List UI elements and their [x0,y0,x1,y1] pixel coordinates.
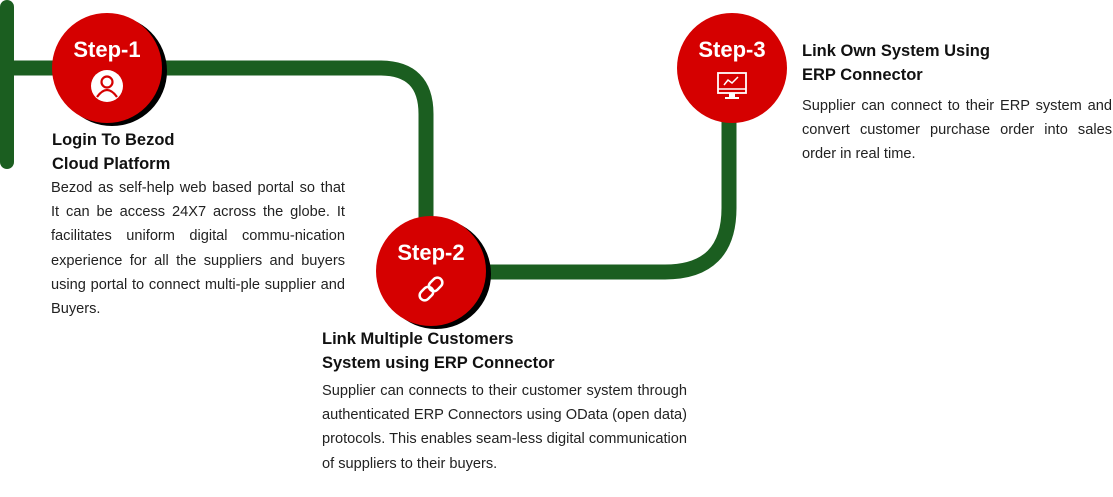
step-1-label: Step-1 [73,37,141,62]
step-1-title: Login To Bezod Cloud Platform [52,128,175,176]
step-3-title-line: ERP Connector [802,66,923,84]
step-2-title: Link Multiple Customers System using ERP… [322,327,555,375]
step-2-description: Supplier can connects to their customer … [322,383,687,472]
step-3-title-line: Link Own System Using [802,42,990,60]
step-3-title: Link Own System Using ERP Connector [802,39,990,87]
step-2-title-line: System using ERP Connector [322,354,555,372]
timeline-connector [7,60,737,280]
step-2-badge: Step-2 [376,216,486,326]
step-1-badge: Step-1 [52,13,162,123]
step-3-badge: Step-3 [677,13,787,123]
step-1-title-line: Login To Bezod [52,131,175,149]
user-icon [91,70,123,102]
step-2-title-line: Link Multiple Customers [322,330,514,348]
monitor-chart-icon [717,72,747,99]
step-3-description: Supplier can connect to their ERP system… [802,98,1112,163]
step-1-description: Bezod as self-help web based portal so t… [51,180,345,318]
link-icon [418,276,444,302]
step-1-title-line: Cloud Platform [52,155,171,173]
step-3-label: Step-3 [698,37,766,62]
step-2-label: Step-2 [397,240,465,265]
